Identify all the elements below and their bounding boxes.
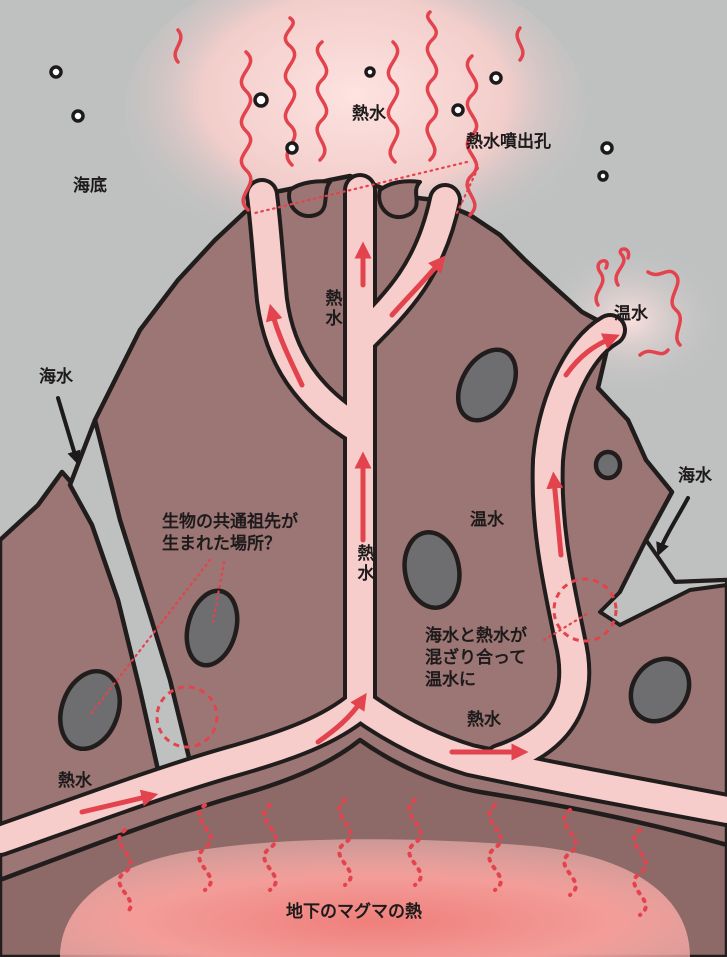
label-mixing-note: 海水と熱水が 混ざり合って 温水に — [425, 626, 527, 690]
bubble — [285, 141, 299, 155]
label-warm-water-plume: 温水 — [614, 304, 648, 324]
label-hot-water-bottom-right: 熱水 — [467, 710, 501, 730]
label-seawater-right: 海水 — [678, 466, 712, 486]
bubbles — [49, 65, 614, 182]
mixing-circle-left — [155, 685, 219, 749]
stones — [58, 347, 692, 752]
stone — [628, 656, 692, 724]
mixing-circle-right — [552, 577, 618, 643]
magma — [60, 839, 690, 957]
label-hot-water-branch: 熱水 — [325, 289, 343, 330]
label-warm-water-body: 温水 — [470, 510, 504, 530]
label-hot-water-bottom-left: 熱水 — [58, 771, 92, 791]
hot-water-channels — [0, 173, 727, 857]
stone — [455, 347, 519, 423]
bubble — [597, 170, 609, 182]
bubble — [489, 71, 503, 85]
label-vent: 熱水噴出孔 — [466, 132, 551, 152]
stone — [58, 668, 122, 752]
plume-swirls — [173, 10, 525, 217]
label-magma-heat: 地下のマグマの熱 — [286, 902, 422, 922]
mixing-zones — [155, 577, 618, 749]
label-seawater-left: 海水 — [39, 367, 73, 387]
heat-squiggles — [117, 798, 648, 917]
bubble — [253, 92, 269, 108]
stone — [184, 588, 240, 668]
flow-arrows — [79, 241, 620, 815]
stone — [402, 530, 462, 610]
label-seafloor: 海底 — [73, 176, 107, 196]
bubble — [71, 109, 85, 123]
bubble — [49, 65, 63, 79]
label-origin-question: 生物の共通祖先が 生まれた場所？ — [162, 512, 298, 554]
seawater-arrows — [56, 396, 690, 557]
bubble — [364, 66, 376, 78]
label-hot-water-plume: 熱水 — [352, 104, 386, 124]
bubble — [600, 141, 614, 155]
vent-chimneys — [287, 179, 422, 219]
stone — [593, 449, 623, 481]
right-seawater-inlet — [598, 538, 727, 627]
warm-plume-swirls — [594, 247, 683, 357]
label-hot-water-main: 熱水 — [357, 544, 375, 585]
bubble — [451, 103, 465, 117]
leader-lines — [88, 160, 592, 717]
